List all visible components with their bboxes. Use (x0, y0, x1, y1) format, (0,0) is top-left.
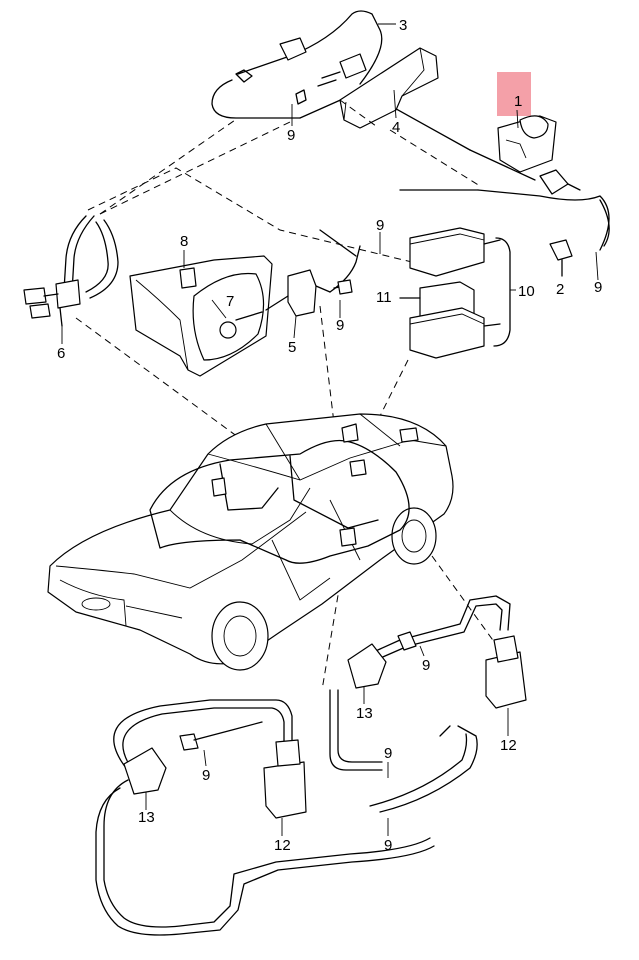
callout-9: 9 (384, 745, 392, 762)
item-6-connector (23, 215, 119, 327)
callout-13: 13 (138, 809, 155, 826)
callout-12: 12 (500, 737, 517, 754)
callout-13: 13 (356, 705, 373, 722)
callout-9: 9 (287, 127, 295, 144)
callout-4: 4 (392, 119, 400, 136)
callout-7: 7 (226, 293, 234, 310)
bottom-right-assembly (329, 595, 527, 813)
callout-5: 5 (288, 339, 296, 356)
item-5-valve (265, 229, 361, 317)
bottom-left-assembly (95, 699, 435, 936)
callout-9: 9 (336, 317, 344, 334)
item-2-clip (549, 239, 573, 277)
callout-3: 3 (399, 17, 407, 34)
item-10-canister-group (399, 227, 511, 359)
callout-labels: 1 2 3 4 5 6 7 8 10 11 9 9 9 9 9 9 9 9 12… (57, 17, 602, 854)
callout-8: 8 (180, 233, 188, 250)
callout-12: 12 (274, 837, 291, 854)
callout-2: 2 (556, 281, 564, 298)
callout-9: 9 (376, 217, 384, 234)
item-1-highlight (497, 72, 531, 116)
callout-9: 9 (384, 837, 392, 854)
callout-6: 6 (57, 345, 65, 362)
leader-lines (61, 23, 599, 836)
callout-10: 10 (518, 283, 535, 300)
callout-1: 1 (514, 93, 522, 110)
callout-9: 9 (594, 279, 602, 296)
callout-9: 9 (202, 767, 210, 784)
callout-9: 9 (422, 657, 430, 674)
callout-11: 11 (376, 289, 392, 306)
top-hose-assembly (211, 10, 471, 151)
item-1-part (497, 115, 581, 195)
fuel-door-panel (129, 255, 273, 377)
car-illustration (47, 413, 454, 671)
